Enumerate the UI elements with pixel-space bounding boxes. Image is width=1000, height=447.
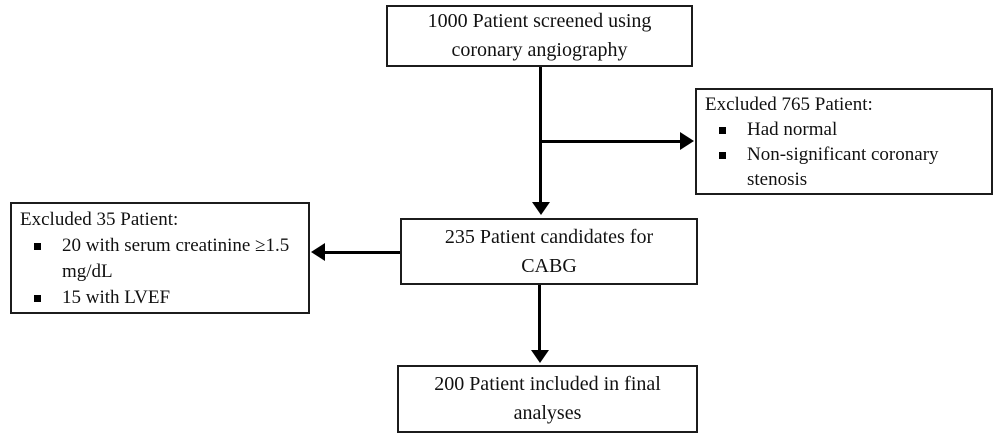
node-screened-text: 1000 Patient screened using coronary ang…: [427, 10, 652, 61]
arrowhead-right-icon: [680, 132, 694, 150]
node-excluded-765-header: Excluded 765 Patient:: [705, 94, 873, 115]
list-item: Had normal: [705, 117, 983, 142]
connector-line-screened-to-candidates: [539, 67, 542, 203]
arrowhead-down-icon: [532, 202, 550, 215]
connector-line-branch-left: [324, 251, 400, 254]
node-final: 200 Patient included in final analyses: [397, 365, 698, 433]
list-item: 15 with LVEF: [20, 285, 300, 311]
connector-line-branch-right: [540, 140, 681, 143]
bullet-square-icon: [34, 243, 41, 250]
node-excluded-35-bullet-2: 15 with LVEF: [62, 287, 171, 308]
arrowhead-down-icon: [531, 350, 549, 363]
node-excluded-765-bullet-2: Non-significant coronary stenosis: [747, 144, 939, 190]
node-screened: 1000 Patient screened using coronary ang…: [386, 5, 693, 67]
bullet-square-icon: [34, 295, 41, 302]
node-excluded-35: Excluded 35 Patient: 20 with serum creat…: [10, 202, 310, 314]
connector-line-candidates-to-final: [538, 285, 541, 351]
list-item: Non-significant coronary stenosis: [705, 142, 983, 192]
list-item: 20 with serum creatinine ≥1.5 mg/dL: [20, 233, 300, 285]
node-candidates: 235 Patient candidates for CABG: [400, 218, 698, 285]
node-final-text: 200 Patient included in final analyses: [434, 373, 661, 424]
node-excluded-35-bullet-1: 20 with serum creatinine ≥1.5 mg/dL: [62, 235, 290, 282]
bullet-square-icon: [719, 127, 726, 134]
bullet-square-icon: [719, 152, 726, 159]
node-excluded-765-bullet-1: Had normal: [747, 119, 838, 140]
node-excluded-35-header: Excluded 35 Patient:: [20, 209, 179, 230]
arrowhead-left-icon: [311, 243, 325, 261]
node-excluded-765: Excluded 765 Patient: Had normal Non-sig…: [695, 88, 993, 195]
node-candidates-text: 235 Patient candidates for CABG: [444, 225, 654, 277]
